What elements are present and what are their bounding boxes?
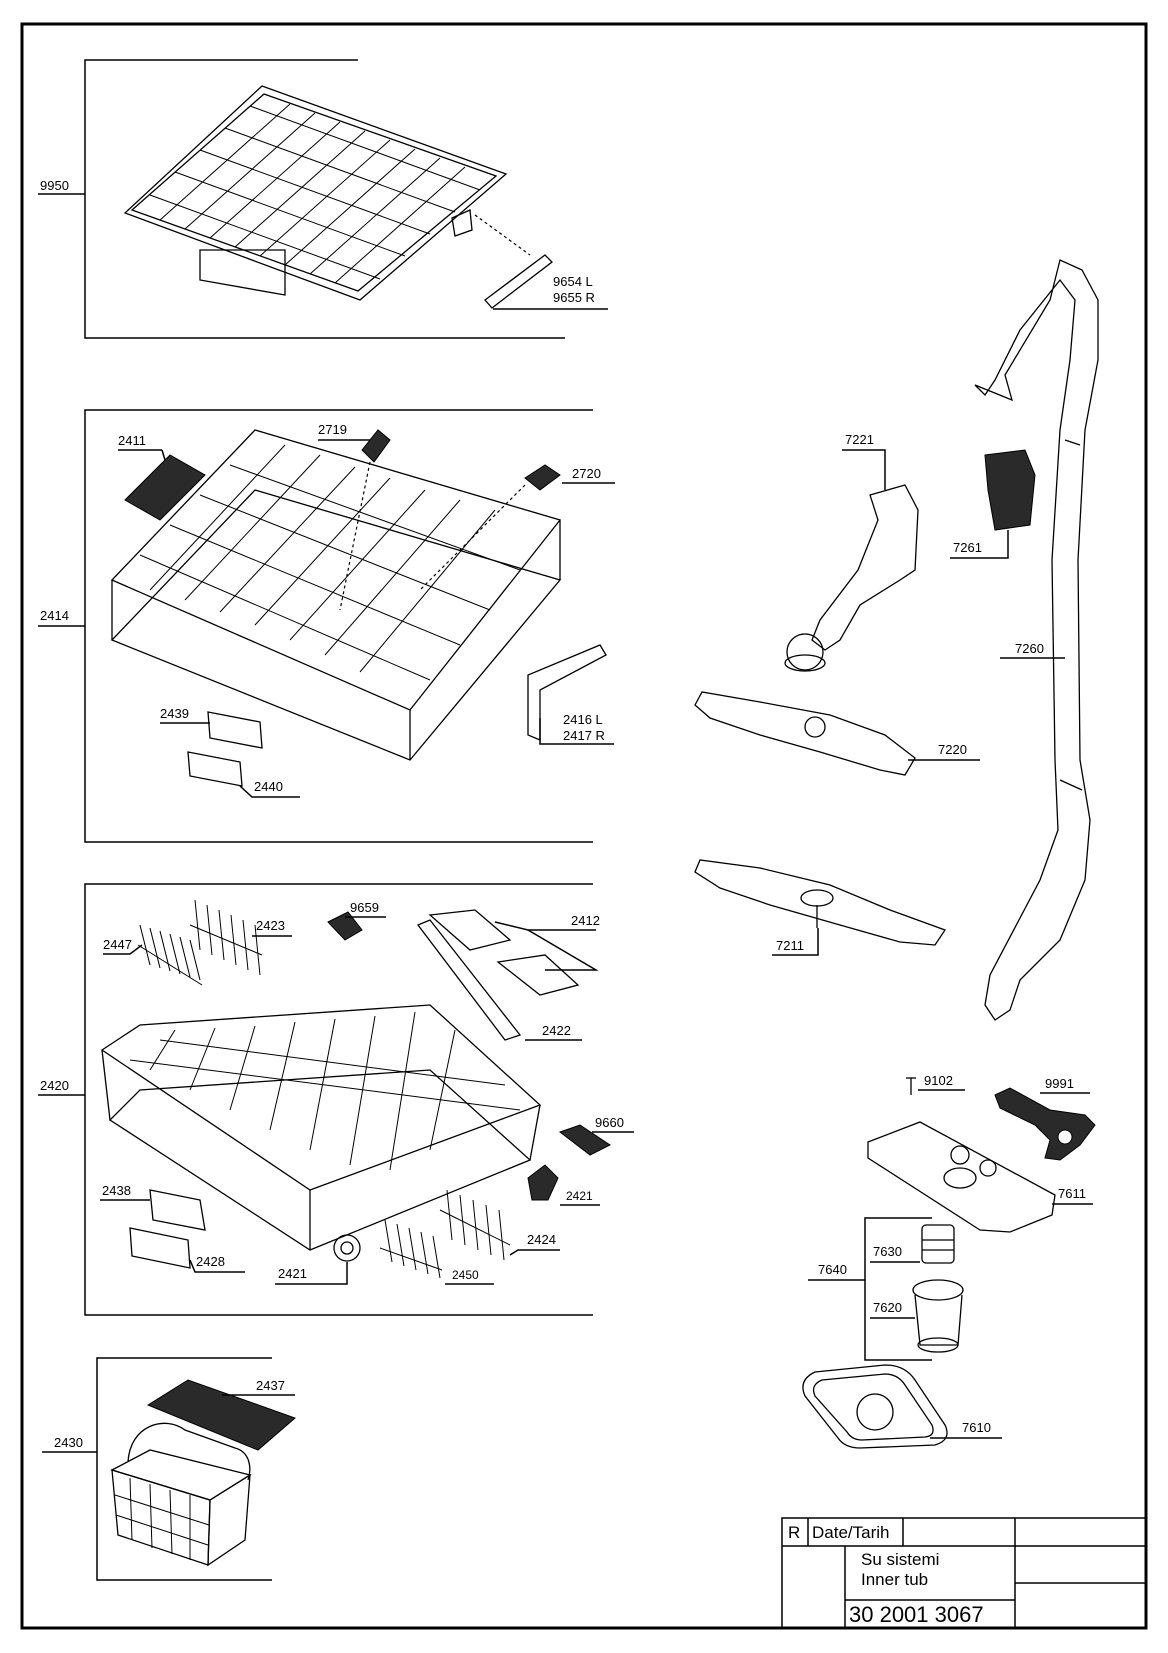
spray-arm-7220-part <box>694 691 916 776</box>
shelf-2412-part <box>428 909 512 951</box>
spider-9991-part <box>994 1087 1096 1161</box>
basket-lid-2437-part <box>146 1379 296 1451</box>
cutlery-tray-part <box>123 85 508 301</box>
screw-9102-part <box>906 1077 916 1095</box>
label-2447: 2447 <box>103 937 132 952</box>
drawing-frame <box>20 22 1148 1630</box>
label-2440: 2440 <box>254 779 283 794</box>
bracket-7261-part <box>984 449 1036 531</box>
lower-basket-part <box>100 1004 542 1251</box>
label-7620: 7620 <box>873 1300 902 1315</box>
pipe-7260-part <box>974 259 1099 1021</box>
clip-9660-part <box>558 1124 611 1156</box>
label-2450: 2450 <box>452 1268 479 1282</box>
group-2430-cutlery-basket: 2430 2437 <box>42 1357 296 1581</box>
flap-2440-part <box>187 751 243 787</box>
label-9660: 9660 <box>595 1115 624 1130</box>
label-2719: 2719 <box>318 422 347 437</box>
label-2720: 2720 <box>572 466 601 481</box>
label-2412: 2412 <box>571 913 600 928</box>
flap-2438-part <box>149 1189 206 1231</box>
micro-filter-7610-part <box>802 1364 948 1449</box>
label-2430: 2430 <box>54 1435 83 1450</box>
title-english: Inner tub <box>861 1570 928 1589</box>
sump-cover-7611-part <box>867 1121 1056 1233</box>
arm-holder-7221-part <box>784 484 919 672</box>
label-2417: 2417 R <box>563 728 605 743</box>
label-7220: 7220 <box>938 742 967 757</box>
group-2420-lower-basket: 2420 2447 <box>38 883 634 1316</box>
flap-2439-part <box>207 711 263 749</box>
shelf-2422-part <box>416 919 522 1041</box>
label-2420: 2420 <box>40 1078 69 1093</box>
label-2439: 2439 <box>160 706 189 721</box>
label-2424: 2424 <box>527 1232 556 1247</box>
label-7611: 7611 <box>1058 1186 1086 1201</box>
label-7211: 7211 <box>776 938 804 953</box>
clip-2720-part <box>524 464 561 491</box>
group-9950-cutlery-tray: 9950 9654 L 9655 R <box>38 59 608 339</box>
label-9655: 9655 R <box>553 290 595 305</box>
tine-row-2424-part <box>439 1189 511 1261</box>
date-label: Date/Tarih <box>812 1523 889 1542</box>
tine-row-2447-part <box>137 924 203 986</box>
clip-9659-part <box>327 911 363 941</box>
revision-label: R <box>788 1523 800 1542</box>
wheel-2421-part <box>527 1164 559 1201</box>
tine-row-2423-part <box>189 899 263 976</box>
label-2422: 2422 <box>542 1023 571 1038</box>
title-turkish: Su sistemi <box>861 1550 939 1569</box>
label-2421-right: 2421 <box>566 1189 593 1203</box>
label-7261: 7261 <box>953 540 982 555</box>
label-7640: 7640 <box>818 1262 847 1277</box>
drawing-number: 30 2001 3067 <box>849 1602 984 1627</box>
clip-2411-part <box>124 454 206 521</box>
label-2411: 2411 <box>118 433 146 448</box>
wheel-2421-round-part <box>333 1234 361 1262</box>
label-2416: 2416 L <box>563 712 603 727</box>
label-9991: 9991 <box>1045 1076 1074 1091</box>
label-9102: 9102 <box>924 1073 953 1088</box>
rail-runner-part <box>484 254 553 309</box>
title-block: R Date/Tarih Su sistemi Inner tub 30 200… <box>781 1517 1147 1629</box>
label-2421-bottom: 2421 <box>278 1266 307 1281</box>
group-2414-upper-basket: 2414 2411 2719 2720 <box>38 409 615 843</box>
label-2423: 2423 <box>256 918 285 933</box>
upper-basket-part <box>110 429 562 761</box>
label-9659: 9659 <box>350 900 379 915</box>
label-9654: 9654 L <box>553 274 593 289</box>
cutlery-basket-part <box>110 1422 252 1567</box>
label-2428: 2428 <box>196 1254 225 1269</box>
label-7610: 7610 <box>962 1420 991 1435</box>
label-2438: 2438 <box>102 1183 131 1198</box>
clip-2719-part <box>361 429 391 463</box>
label-7221: 7221 <box>845 432 874 447</box>
spray-arm-7211-part <box>694 859 946 946</box>
filter-7630-part <box>921 1224 955 1264</box>
flap-2428-part <box>129 1227 191 1269</box>
label-7260: 7260 <box>1015 641 1044 656</box>
filter-7620-part <box>912 1279 964 1353</box>
tine-row-2450-part <box>379 1219 443 1279</box>
label-7630: 7630 <box>873 1244 902 1259</box>
label-2414: 2414 <box>40 608 69 623</box>
label-2437: 2437 <box>256 1378 285 1393</box>
label-9950: 9950 <box>40 178 69 193</box>
